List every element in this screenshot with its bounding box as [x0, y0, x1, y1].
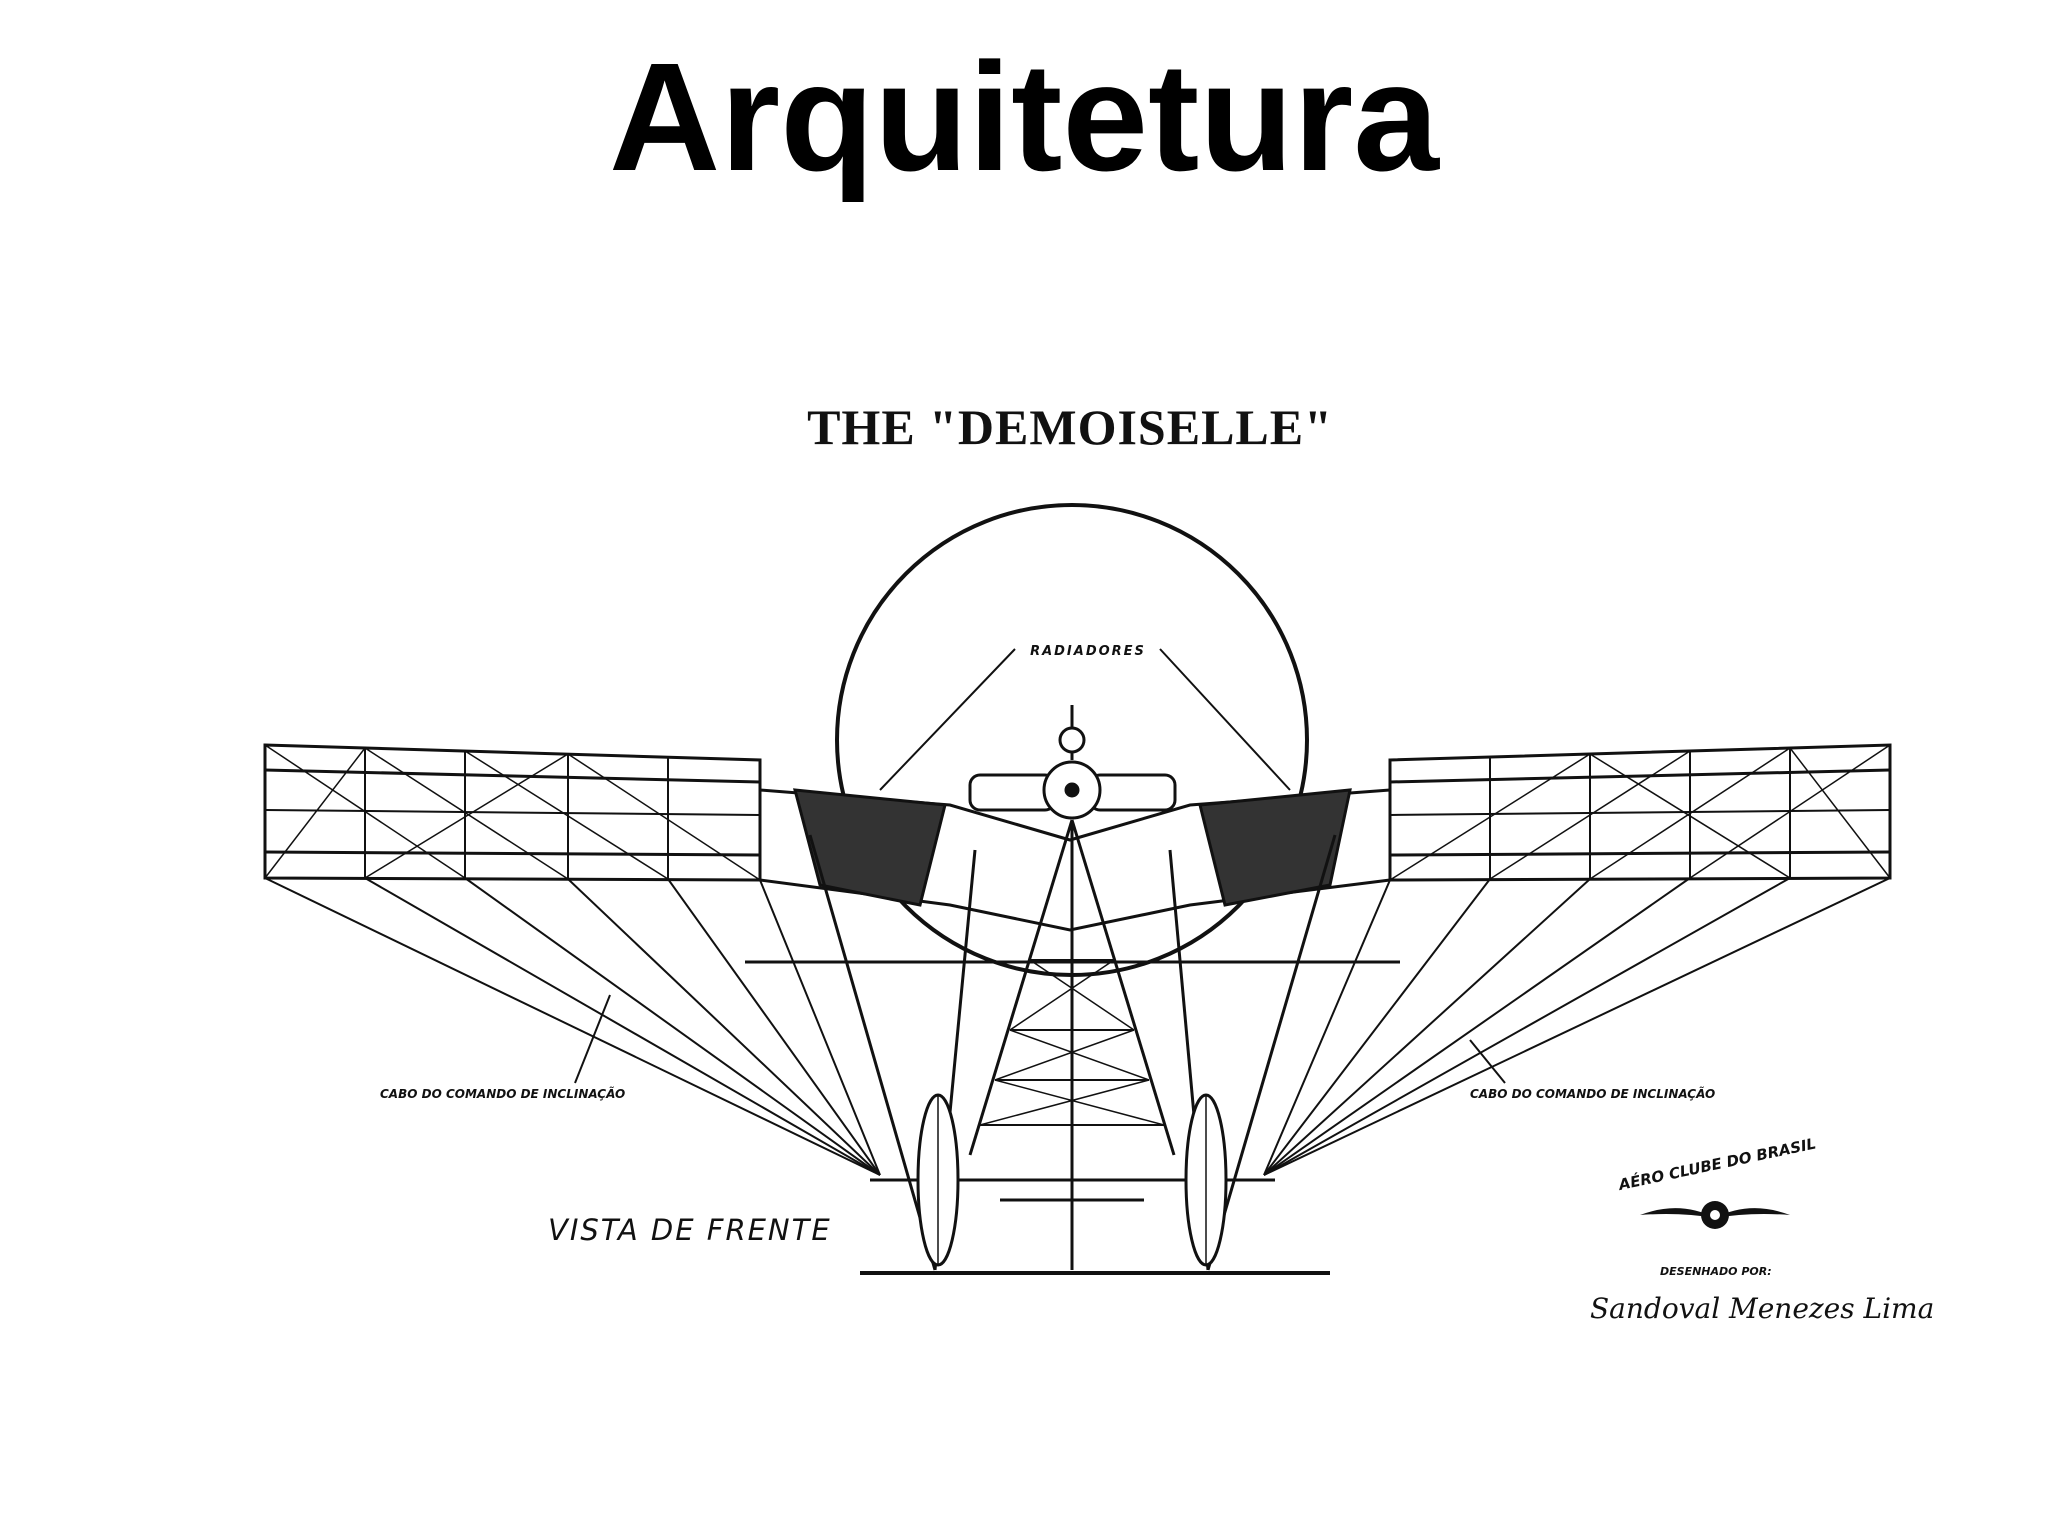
fuselage-truss [745, 819, 1400, 1270]
callout-leaders [574, 648, 1506, 1084]
club-wings-emblem [1640, 1201, 1790, 1229]
right-cable-label: CABO DO COMANDO DE INCLINAÇÃO [1470, 1086, 1715, 1101]
left-cable-label: CABO DO COMANDO DE INCLINAÇÃO [380, 1086, 625, 1101]
left-radiator [792, 788, 947, 907]
signature: Sandoval Menezes Lima [1590, 1292, 1934, 1325]
drawing-title: THE "DEMOISELLE" [807, 399, 1333, 455]
club-seal-text: AÉRO CLUBE DO BRASIL [1616, 1134, 1818, 1195]
left-wing [263, 743, 762, 882]
right-wing [1388, 743, 1892, 882]
view-label: VISTA DE FRENTE [548, 1213, 832, 1247]
wing-bracing-cables [264, 877, 1891, 1176]
engine [968, 705, 1177, 820]
right-radiator [1198, 788, 1352, 907]
landing-gear [808, 834, 1337, 1275]
designed-by-label: DESENHADO POR: [1660, 1265, 1772, 1278]
slide-title: Arquitetura [609, 31, 1439, 203]
radiators-label: RADIADORES [1030, 644, 1146, 659]
